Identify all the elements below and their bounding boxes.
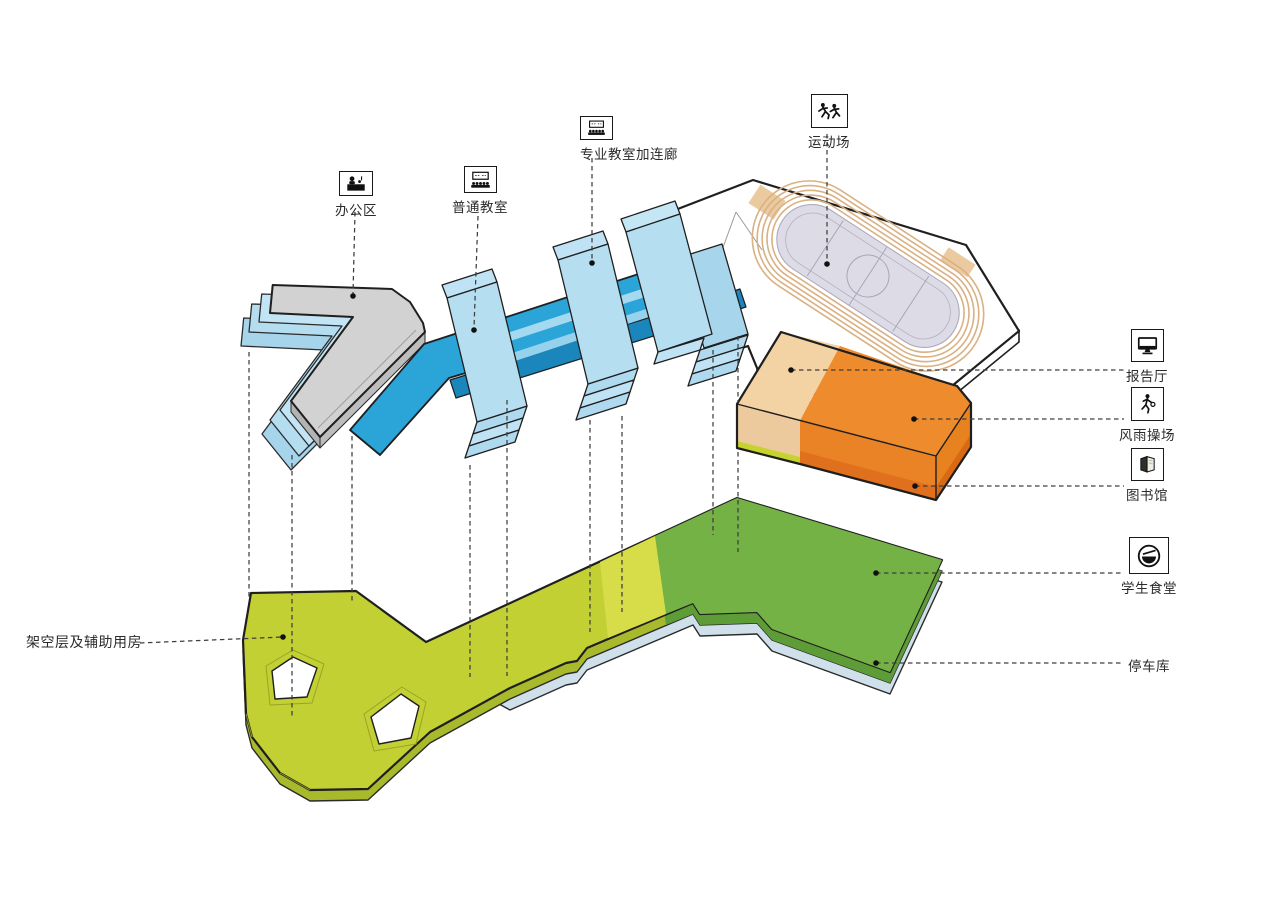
block-step xyxy=(575,391,631,421)
callout-indoor-gym: 风雨操场 xyxy=(1115,387,1179,444)
presentation-screen-icon xyxy=(1130,329,1164,362)
field-lines xyxy=(806,220,930,332)
block-top xyxy=(625,213,713,353)
basketball-player-icon xyxy=(1130,387,1164,421)
regular-classroom-label: 普通教室 xyxy=(452,200,508,216)
library-label: 图书馆 xyxy=(1126,488,1168,504)
office-label: 办公区 xyxy=(335,203,377,219)
track-ring xyxy=(771,198,965,354)
block-step xyxy=(464,429,520,459)
running-track xyxy=(748,180,985,372)
library-east-strip xyxy=(936,434,971,500)
callout-office: 办公区 xyxy=(312,171,400,219)
gym-block-outline xyxy=(735,330,973,502)
indoor-gym-label: 风雨操场 xyxy=(1119,428,1175,444)
projection-lines xyxy=(248,134,828,716)
gym-top-face xyxy=(800,346,971,456)
callout-regular-classroom: 普通教室 xyxy=(436,166,524,216)
track-end-patch xyxy=(940,247,976,278)
leader-lines xyxy=(139,369,1124,664)
courtyard-hole xyxy=(271,656,318,700)
courtyard-hole-rim xyxy=(363,686,427,752)
open-book-icon xyxy=(1130,448,1164,481)
track-ring xyxy=(756,184,980,368)
classroom-desks-icon xyxy=(580,116,613,140)
classroom-block-2 xyxy=(552,230,639,421)
library-front-strip xyxy=(800,451,936,500)
plate-bright-strip xyxy=(600,536,666,638)
callout-lecture-hall: 报告厅 xyxy=(1116,329,1178,385)
lecture-hall-label: 报告厅 xyxy=(1126,369,1168,385)
two-runners-icon xyxy=(810,94,848,128)
classroom-block-1 xyxy=(441,268,528,459)
courtyard-hole-rim xyxy=(265,649,325,706)
callout-special-classroom: 专业教室加连廊 xyxy=(580,116,720,163)
track-ring xyxy=(766,194,970,358)
callout-library: 图书馆 xyxy=(1116,448,1178,504)
plate-bottom-step-line xyxy=(245,713,311,791)
callout-canteen: 学生食堂 xyxy=(1118,537,1180,597)
track-ring xyxy=(761,189,975,363)
courtyard-hole xyxy=(370,693,420,745)
office-roof-parapet xyxy=(317,329,417,429)
classroom-block-3 xyxy=(620,200,749,387)
stilt-sliver xyxy=(737,441,800,464)
block-step xyxy=(653,337,705,365)
gym-block-edges xyxy=(736,402,972,500)
lectern-speaker-icon xyxy=(339,171,373,196)
track-ring xyxy=(751,180,985,372)
classroom-desks-icon xyxy=(463,166,497,193)
gym-library-block xyxy=(735,330,973,502)
leader-dots xyxy=(280,260,918,666)
center-circle xyxy=(846,254,890,298)
hall-top-face xyxy=(737,332,840,421)
stilt-level-label: 架空层及辅助用房 xyxy=(26,635,142,651)
callout-sports-field: 运动场 xyxy=(786,94,872,151)
sports-field-label: 运动场 xyxy=(808,135,850,151)
block-step xyxy=(687,358,741,387)
teaching-building xyxy=(240,200,749,471)
block-top xyxy=(557,243,639,385)
office-roof xyxy=(269,284,426,438)
canteen-roof xyxy=(655,498,942,672)
sports-field-plate xyxy=(642,178,1021,443)
rice-bowl-icon xyxy=(1129,537,1169,574)
parking-label: 停车库 xyxy=(1128,659,1170,675)
special-classroom-label: 专业教室加连廊 xyxy=(580,147,678,163)
ground-plate xyxy=(241,496,944,802)
canteen-label: 学生食堂 xyxy=(1121,581,1177,597)
block-top xyxy=(446,281,528,423)
